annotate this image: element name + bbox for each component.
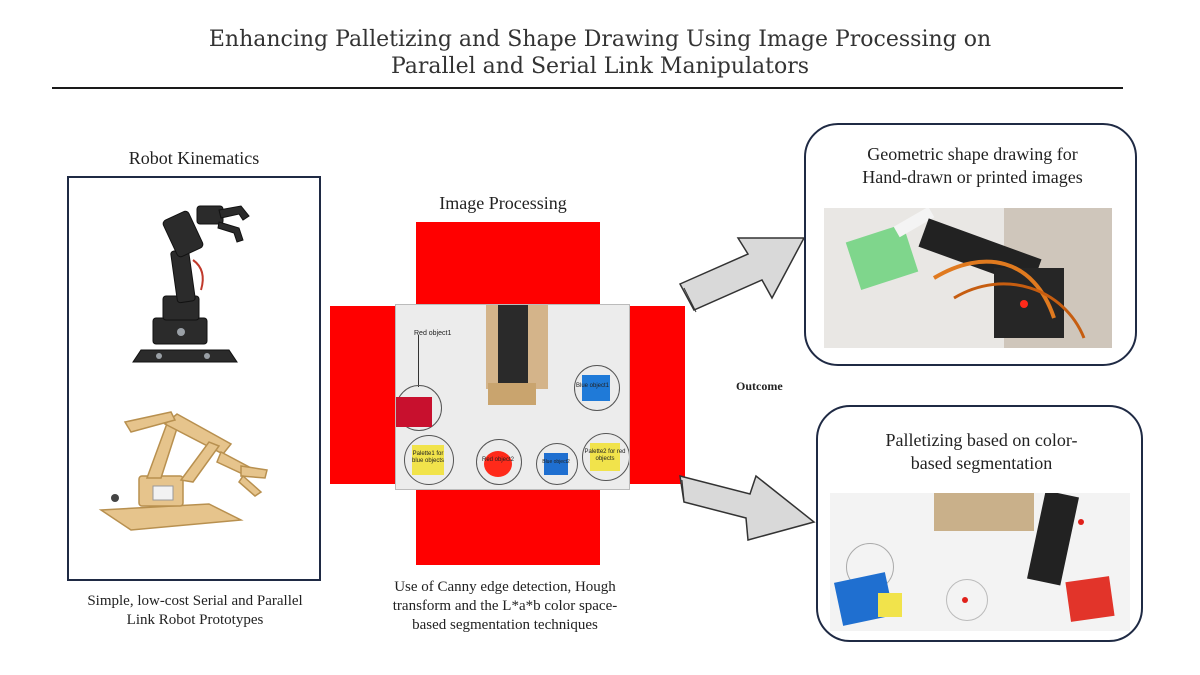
outcome-drawing-panel: Geometric shape drawing for Hand-drawn o… xyxy=(804,123,1137,366)
palletizing-photo xyxy=(830,493,1130,631)
parallel-robot-image xyxy=(98,411,268,531)
arrow-to-palletizing xyxy=(679,474,816,541)
label-blue-object1: Blue object1 xyxy=(576,383,610,389)
palette1 xyxy=(412,445,444,475)
label-palette2: Palette2 for red objects xyxy=(584,449,626,462)
serial-robot-image xyxy=(132,205,250,363)
outcome-palletizing-panel: Palletizing based on color- based segmen… xyxy=(816,405,1143,642)
ip-caption-line-2: transform and the L*a*b color space- xyxy=(392,598,618,614)
kinematics-caption-line-1: Simple, low-cost Serial and Parallel xyxy=(87,593,303,609)
label-blue-object2: Blue object2 xyxy=(542,459,570,465)
red-object1 xyxy=(396,397,432,427)
palletizing-title-line-1: Palletizing based on color- xyxy=(885,430,1078,450)
blue-object2 xyxy=(544,453,568,475)
workspace-photo: Red object1 Blue object1 Palette1 for bl… xyxy=(395,304,630,490)
image-processing-caption: Use of Canny edge detection, Hough trans… xyxy=(370,578,640,635)
page-title: Enhancing Palletizing and Shape Drawing … xyxy=(150,26,1050,80)
circle-red-object2 xyxy=(476,439,522,485)
outcome-label: Outcome xyxy=(736,379,783,393)
circle-blue-object2 xyxy=(536,443,578,485)
title-line-1: Enhancing Palletizing and Shape Drawing … xyxy=(208,27,992,52)
drawing-title: Geometric shape drawing for Hand-drawn o… xyxy=(806,143,1135,189)
image-processing-figure: Red object1 Blue object1 Palette1 for bl… xyxy=(330,222,685,565)
title-divider xyxy=(52,87,1123,89)
image-processing-heading: Image Processing xyxy=(439,193,567,213)
kinematics-caption-line-2: Link Robot Prototypes xyxy=(126,612,264,628)
drawing-title-line-2: Hand-drawn or printed images xyxy=(862,167,1083,187)
ip-caption-line-1: Use of Canny edge detection, Hough xyxy=(394,579,616,595)
circle-blue-object1 xyxy=(574,365,620,411)
ip-caption-line-3: based segmentation techniques xyxy=(412,617,598,633)
kinematics-panel xyxy=(67,176,321,581)
palletizing-title-line-2: based segmentation xyxy=(910,453,1053,473)
label-red-object2: Red object2 xyxy=(481,457,515,463)
drawing-title-line-1: Geometric shape drawing for xyxy=(867,144,1078,164)
kinematics-heading: Robot Kinematics xyxy=(128,148,260,168)
palletizing-title: Palletizing based on color- based segmen… xyxy=(818,429,1141,475)
drawing-photo xyxy=(824,208,1112,348)
label-palette1: Palette1 for blue objects xyxy=(411,451,445,464)
label-red-object1: Red object1 xyxy=(414,330,452,337)
circle-palette1 xyxy=(404,435,454,485)
title-line-2: Parallel and Serial Link Manipulators xyxy=(390,54,810,79)
kinematics-caption: Simple, low-cost Serial and Parallel Lin… xyxy=(55,592,335,630)
red-object2 xyxy=(484,451,512,477)
circle-palette2 xyxy=(582,433,629,481)
blue-object1 xyxy=(582,375,610,401)
arrow-to-drawing xyxy=(678,237,806,313)
palette2 xyxy=(590,443,620,471)
